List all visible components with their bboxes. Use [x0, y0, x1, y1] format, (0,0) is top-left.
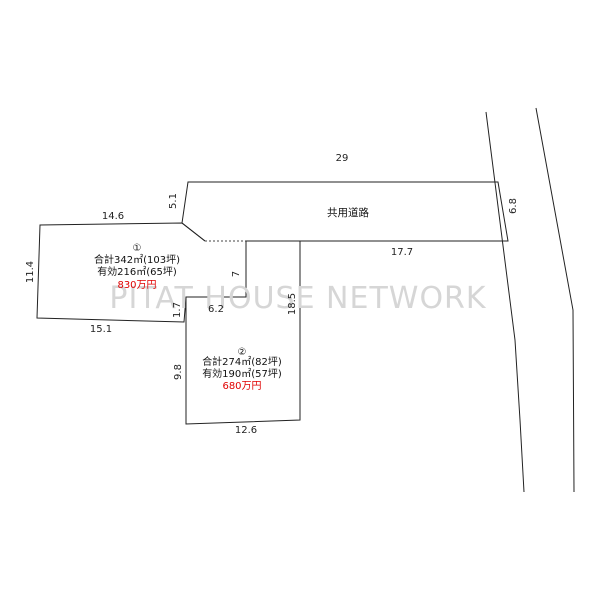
dim-lot2-step-1-7: 1.7 — [172, 302, 183, 318]
dim-lot1-top-14-6: 14.6 — [102, 211, 124, 222]
dim-road-width-5-1: 5.1 — [168, 193, 179, 209]
dim-lot1-step-7: 7 — [231, 271, 242, 277]
dim-road-bottom-17-7: 17.7 — [391, 247, 413, 258]
dim-lot2-right-18-5: 18.5 — [287, 293, 298, 315]
lot1-total-area: 合計342㎡(103坪) — [94, 253, 180, 266]
lot2-total-area: 合計274㎡(82坪) — [202, 355, 282, 368]
dim-road-length-29: 29 — [336, 153, 349, 164]
lot2-marker: ② — [238, 347, 247, 358]
dim-lot1-left-11-4: 11.4 — [25, 261, 36, 283]
lot1-price: 830万円 — [117, 280, 156, 291]
dim-lot2-top-6-2: 6.2 — [208, 304, 224, 315]
dim-lot2-left-9-8: 9.8 — [173, 364, 184, 380]
dim-lot2-bottom-12-6: 12.6 — [235, 425, 257, 436]
lot2-effective-area: 有効190㎡(57坪) — [202, 367, 282, 380]
road-edge-right — [535, 107, 575, 493]
lot1-marker: ① — [133, 243, 142, 254]
lot2-outline — [185, 240, 301, 425]
road-edge-left — [485, 111, 525, 493]
lot1-effective-area: 有効216㎡(65坪) — [97, 265, 177, 278]
dim-road-width-6-8: 6.8 — [508, 198, 519, 214]
shared-road-label: 共用道路 — [327, 206, 369, 219]
dim-lot1-bottom-15-1: 15.1 — [90, 324, 112, 335]
watermark: PITAT HOUSE NETWORK — [109, 281, 486, 316]
lot2-price: 680万円 — [222, 381, 261, 392]
